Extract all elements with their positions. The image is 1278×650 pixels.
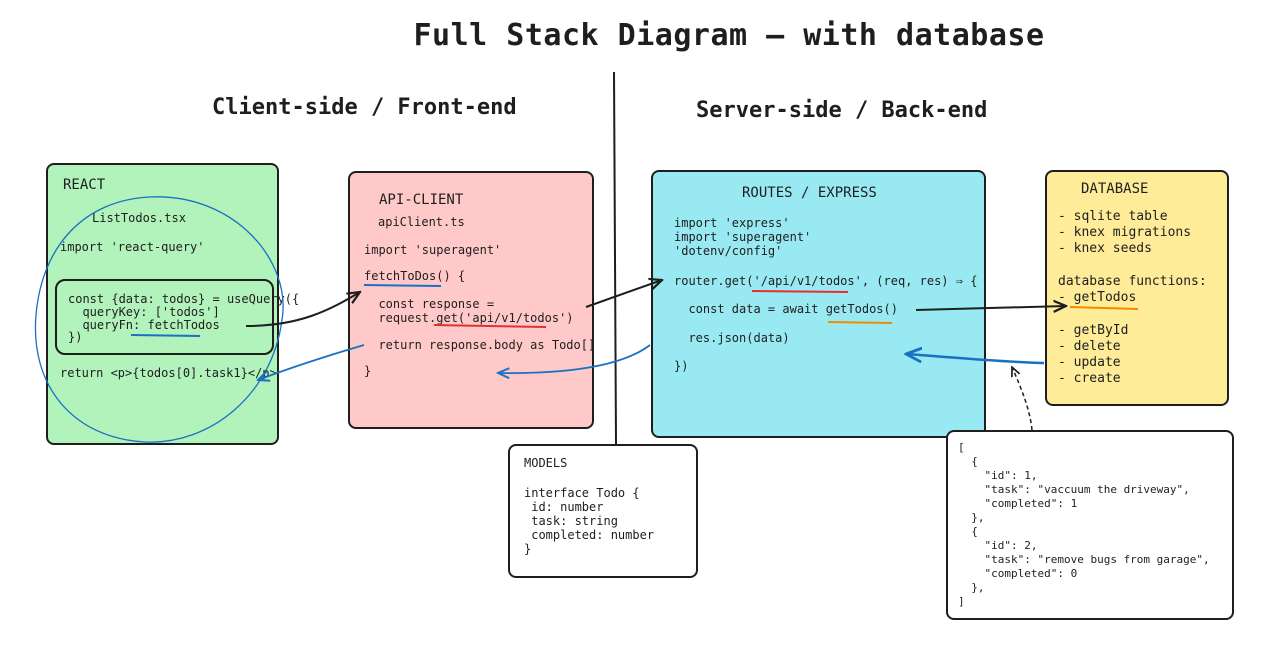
models-line-1: interface Todo {: [524, 486, 640, 500]
api-client-file-name: apiClient.ts: [378, 215, 465, 229]
api-client-line-3: return response.body as Todo[]: [364, 338, 596, 352]
json-line-10: "completed": 0: [958, 567, 1078, 580]
models-box: [508, 444, 698, 578]
database-item-sqlite: - sqlite table: [1058, 209, 1168, 224]
json-line-5: "completed": 1: [958, 497, 1078, 510]
api-client-line-1: const response =: [364, 297, 495, 311]
routes-import-1: import 'express': [674, 216, 790, 230]
models-line-2: id: number: [524, 500, 604, 514]
json-line-9: "task": "remove bugs from garage",: [958, 553, 1210, 566]
server-side-heading: Server-side / Back-end: [696, 98, 988, 123]
db-fn-get-todos: - getTodos: [1058, 290, 1137, 305]
db-fn-update: - update: [1058, 355, 1121, 370]
json-line-3: "id": 1,: [958, 469, 1038, 482]
db-fn-create: - create: [1058, 371, 1121, 386]
api-path-underline: [433, 324, 547, 328]
database-item-seeds: - knex seeds: [1058, 241, 1152, 256]
use-query-line-1: const {data: todos} = useQuery({: [68, 292, 300, 306]
database-box: [1045, 170, 1229, 406]
get-todos-underline: [827, 321, 893, 324]
react-heading: REACT: [63, 177, 106, 193]
database-item-migrations: - knex migrations: [1058, 225, 1192, 240]
routes-heading: ROUTES / EXPRESS: [742, 185, 877, 201]
react-file-name: ListTodos.tsx: [92, 211, 186, 225]
json-to-routes-dashed-arrow: [1012, 367, 1033, 431]
json-line-6: },: [958, 511, 985, 524]
fetch-todos-function: fetchToDos() {: [364, 269, 466, 283]
use-query-line-3: queryFn: fetchTodos: [68, 318, 220, 332]
json-line-7: {: [958, 525, 978, 538]
api-to-routes-arrow: [585, 280, 662, 308]
routes-close: }): [674, 359, 689, 373]
models-line-5: }: [524, 542, 532, 556]
react-to-api-arrow: [245, 292, 360, 327]
models-heading: MODELS: [524, 456, 568, 470]
react-return-line: return <p>{todos[0].task1}</p>: [60, 366, 277, 380]
routes-to-api-arrow: [498, 344, 651, 373]
get-todos-call-line: const data = await getTodos(): [674, 302, 898, 316]
json-line-4: "task": "vaccuum the driveway",: [958, 483, 1190, 496]
client-side-heading: Client-side / Front-end: [212, 95, 517, 120]
db-fn-get-by-id: - getById: [1058, 323, 1129, 338]
api-client-close: }: [364, 364, 372, 378]
router-path-underline: [751, 290, 849, 293]
json-line-1: [: [958, 441, 965, 454]
json-sample-box: [946, 430, 1234, 620]
api-client-heading: API-CLIENT: [379, 192, 464, 208]
diagram-title: Full Stack Diagram – with database: [413, 18, 1045, 53]
react-box: [46, 163, 279, 445]
fetch-todos-fn-underline: [363, 284, 442, 287]
client-server-divider: [613, 71, 617, 445]
database-functions-label: database functions:: [1058, 274, 1207, 289]
routes-import-2: import 'superagent': [674, 230, 812, 244]
db-fn-delete: - delete: [1058, 339, 1121, 354]
react-import: import 'react-query': [60, 240, 205, 254]
database-heading: DATABASE: [1081, 181, 1149, 197]
json-line-12: ]: [958, 595, 965, 608]
api-client-line-2: request.get('api/v1/todos'): [364, 311, 574, 325]
json-line-2: {: [958, 455, 978, 468]
models-line-3: task: string: [524, 514, 618, 528]
router-get-line: router.get('/api/v1/todos', (req, res) ⇒…: [674, 274, 978, 288]
react-highlight-circle: [34, 196, 284, 443]
use-query-box: [55, 279, 274, 355]
routes-import-3: 'dotenv/config': [674, 244, 783, 258]
db-to-routes-arrow: [906, 354, 1045, 365]
api-client-box: [348, 171, 594, 429]
api-client-import: import 'superagent': [364, 243, 502, 257]
routes-to-db-arrow: [915, 306, 1066, 310]
res-json-line: res.json(data): [674, 331, 790, 345]
api-to-react-arrow: [258, 344, 365, 380]
models-line-4: completed: number: [524, 528, 655, 542]
use-query-line-4: }): [68, 330, 83, 344]
use-query-line-2: queryKey: ['todos']: [68, 305, 220, 319]
json-line-11: },: [958, 581, 985, 594]
json-line-8: "id": 2,: [958, 539, 1038, 552]
fetch-todos-underline: [130, 334, 201, 337]
routes-box: [651, 170, 986, 438]
db-get-todos-underline: [1069, 306, 1139, 310]
